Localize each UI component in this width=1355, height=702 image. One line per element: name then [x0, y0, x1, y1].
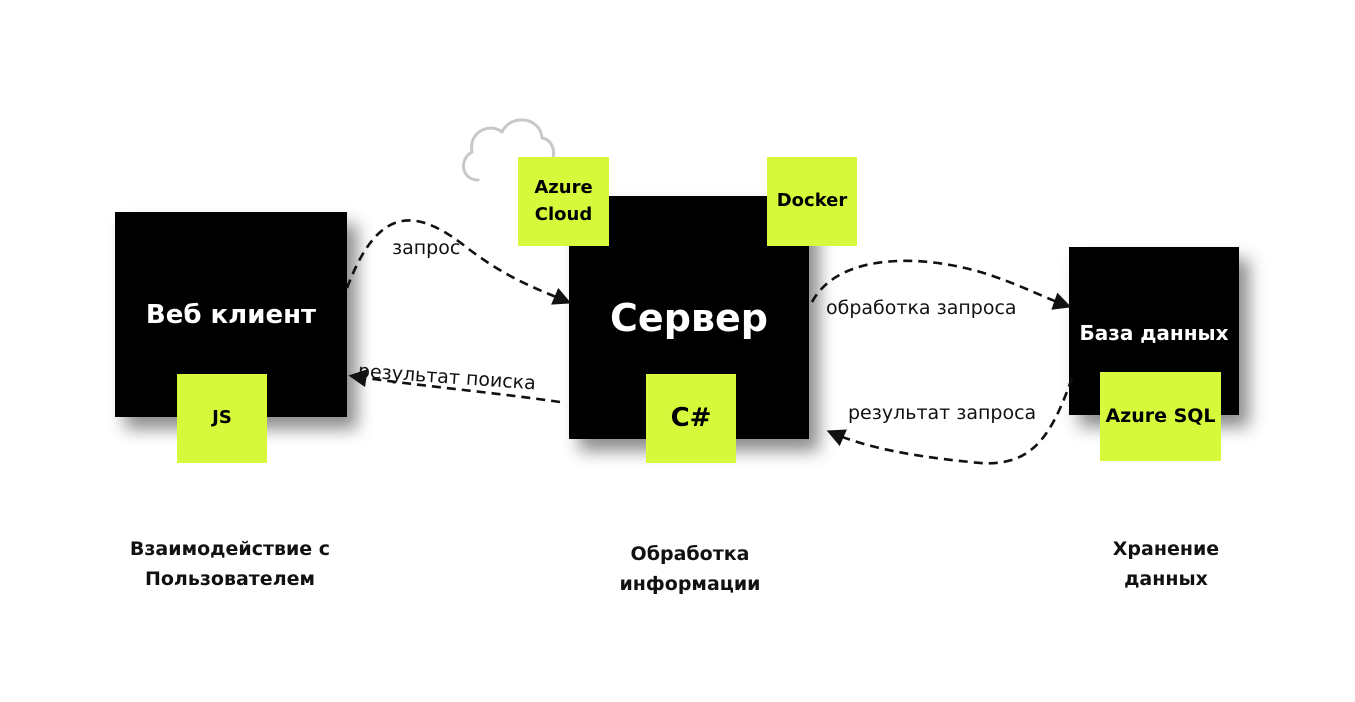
azure-cloud-tag-label: Azure Cloud [534, 177, 593, 225]
server-caption-line1: Обработка [630, 543, 750, 565]
js-tag: JS [177, 374, 267, 463]
db-caption-line2: данных [1124, 568, 1208, 591]
database-label: База данных [1079, 321, 1229, 345]
client-caption-line2: Пользователем [144, 568, 316, 591]
server-label: Сервер [610, 296, 768, 340]
docker-tag: Docker [767, 157, 857, 246]
request-label: запрос [392, 237, 461, 259]
db-caption: Хранение данных [1066, 534, 1266, 595]
server-caption: Обработка информации [570, 539, 810, 600]
query-result-label: результат запроса [848, 402, 1037, 424]
query-processing-label: обработка запроса [826, 297, 1017, 319]
db-caption-line1: Хранение [1112, 538, 1220, 560]
web-client-box: Веб клиент [115, 212, 347, 417]
web-client-label: Веб клиент [145, 300, 317, 330]
azure-cloud-tag: Azure Cloud [518, 157, 609, 246]
server-caption-line2: информации [619, 573, 761, 596]
client-caption: Взаимодействие с Пользователем [110, 534, 350, 595]
client-caption-line1: Взаимодействие с [129, 538, 331, 560]
search-result-label: результат поиска [357, 360, 537, 395]
azure-sql-tag: Azure SQL [1100, 372, 1221, 461]
csharp-tag: C# [646, 374, 736, 463]
